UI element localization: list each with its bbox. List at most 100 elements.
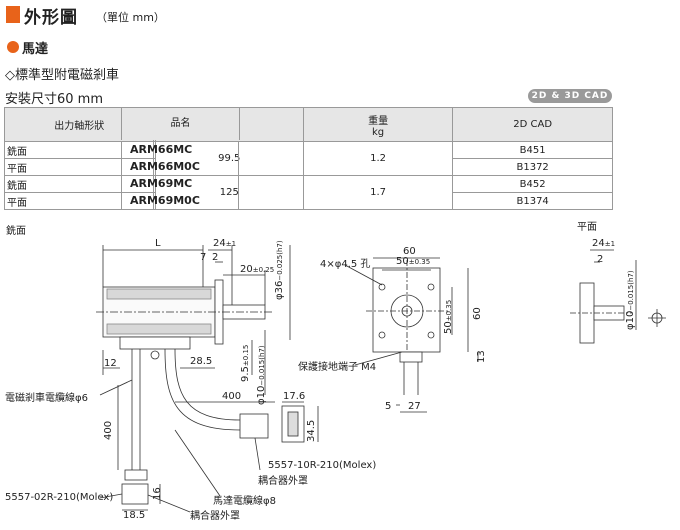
dim-400a: 400 [103,420,114,440]
dim-5: 5 [385,401,392,412]
view-label-milled: 銑面 [6,226,26,237]
connector-pins [287,411,299,437]
motor-band-bottom [106,323,212,335]
flat-dim-phi10-tol: −0.015(h7) [627,270,635,311]
dim-20-tol: ±0.25 [252,266,275,274]
dim-50b-value: 50 [443,321,454,334]
dim-285: 28.5 [190,356,213,367]
dim-36-tol: −0.025(h7) [276,240,284,281]
dim-16: 16 [152,487,163,500]
col-weight: 重量 kg [302,107,454,142]
dim-95-tol: ±0.15 [242,344,250,367]
cell-weight: 1.7 [302,175,454,210]
connector1-label: 5557-10R-210(Molex) [268,460,377,471]
product-name: ARM69M0C [130,194,200,207]
dim-95-value: 9.5 [240,366,251,382]
dim-24-value: 24 [213,238,226,249]
flat-dim-24-value: 24 [592,238,605,249]
dim-phi10-tol: −0.015(h7) [258,345,266,386]
connector-10pin [239,413,269,439]
front-view-square [372,267,441,353]
cable-exit-lines [403,362,419,395]
section-motor: 馬達 [22,42,49,57]
dim-36: φ36−0.025(h7) [274,240,285,300]
dim-60b: 60 [472,307,483,320]
product-name: ARM69MC [130,177,193,190]
bullet-dot-icon [7,41,19,53]
table-divider [121,141,122,209]
col-weight-label: 重量 [368,115,389,127]
connector2-cover-label: 耦合器外罩 [190,511,240,522]
leader-conn2 [99,493,123,499]
dim-24: 24±1 [213,238,236,249]
dim-13: 13 [476,350,487,363]
connector-2pin [124,469,148,481]
table-row: 銑面 99.5 1.2 B451 [3,141,613,176]
dim-24-tol: ±1 [225,240,237,248]
dim-345: 34.5 [306,419,317,442]
section-mount-size: 安裝尺寸60 mm [5,92,104,107]
dim-36-value: φ36 [274,280,285,300]
cable-exit [399,351,423,363]
dim-20: 20±0.25 [240,264,274,275]
motor-band-top [106,288,212,300]
dim-12: 12 [104,358,117,369]
dim-185: 18.5 [123,510,146,521]
leader-ground [354,351,403,366]
dim-50a-tol: ±0.35 [408,258,431,266]
cell-cad[interactable]: B1374 [452,192,613,210]
mount-hole [427,283,435,291]
hole-label: 4×φ4.5 孔 [320,259,371,270]
brake-cable-label: 電磁剎車電纜線φ6 [5,393,88,404]
flat-dim-phi10-value: φ10 [625,310,636,330]
section-standard-type: ◇標準型附電磁剎車 [5,68,119,83]
connector-2pin-face [121,483,149,505]
cable-housing [119,336,191,350]
dim-phi10-value: φ10 [256,385,267,405]
cell-L: 125 [154,175,304,210]
dim-50b: 50±0.35 [443,300,454,334]
cell-weight: 1.2 [302,141,454,176]
col-name: 品名 [121,108,240,140]
unit-note: （單位 mm） [96,11,165,24]
table-divider [238,141,239,209]
leader-brake-cable [99,379,133,396]
mount-hole [378,331,386,339]
dim-95: 9.5±0.15 [240,345,251,382]
product-name: ARM66M0C [130,160,200,173]
dim-176: 17.6 [283,391,306,402]
dim-50a-value: 50 [396,256,409,267]
cell-shaft-text: 平面 [7,197,27,209]
dim-L: L [155,238,161,249]
ground-icon [150,350,160,360]
cell-shaft-text: 銑面 [7,180,27,192]
dim-60a: 60 [403,246,416,257]
col-cad: 2D CAD [452,107,613,142]
mount-hole [378,283,386,291]
cell-shaft-text: 銑面 [7,146,27,158]
dim-400b: 400 [222,391,242,402]
title-marker-icon [6,6,20,23]
flat-dim-24-tol: ±1 [604,240,616,248]
dim-20-value: 20 [240,264,253,275]
dim-50a: 50±0.35 [396,256,430,267]
view-label-flat: 平面 [577,222,597,233]
flat-dim-24: 24±1 [592,238,615,249]
motor-cable-line [164,348,241,431]
mount-hole [427,331,435,339]
flat-dim-2: 2 [597,254,604,265]
ground-terminal-label: 保護接地端子 M4 [298,362,377,373]
col-weight-unit: kg [372,126,385,138]
dim-7: 7 [200,252,207,263]
dim-2: 2 [212,252,219,263]
flat-dim-phi10: φ10−0.015(h7) [625,270,636,330]
product-name: ARM66MC [130,143,193,156]
leader-conn1 [254,437,261,471]
connector1-cover-label: 耦合器外罩 [258,476,308,487]
dim-50b-tol: ±0.35 [445,299,453,322]
leader-motor-cable [174,429,221,497]
cad-badge[interactable]: 2D & 3D CAD [528,89,612,103]
motor-cable-label: 馬達電纜線φ8 [213,496,276,507]
page-title: 外形圖 [24,8,78,28]
